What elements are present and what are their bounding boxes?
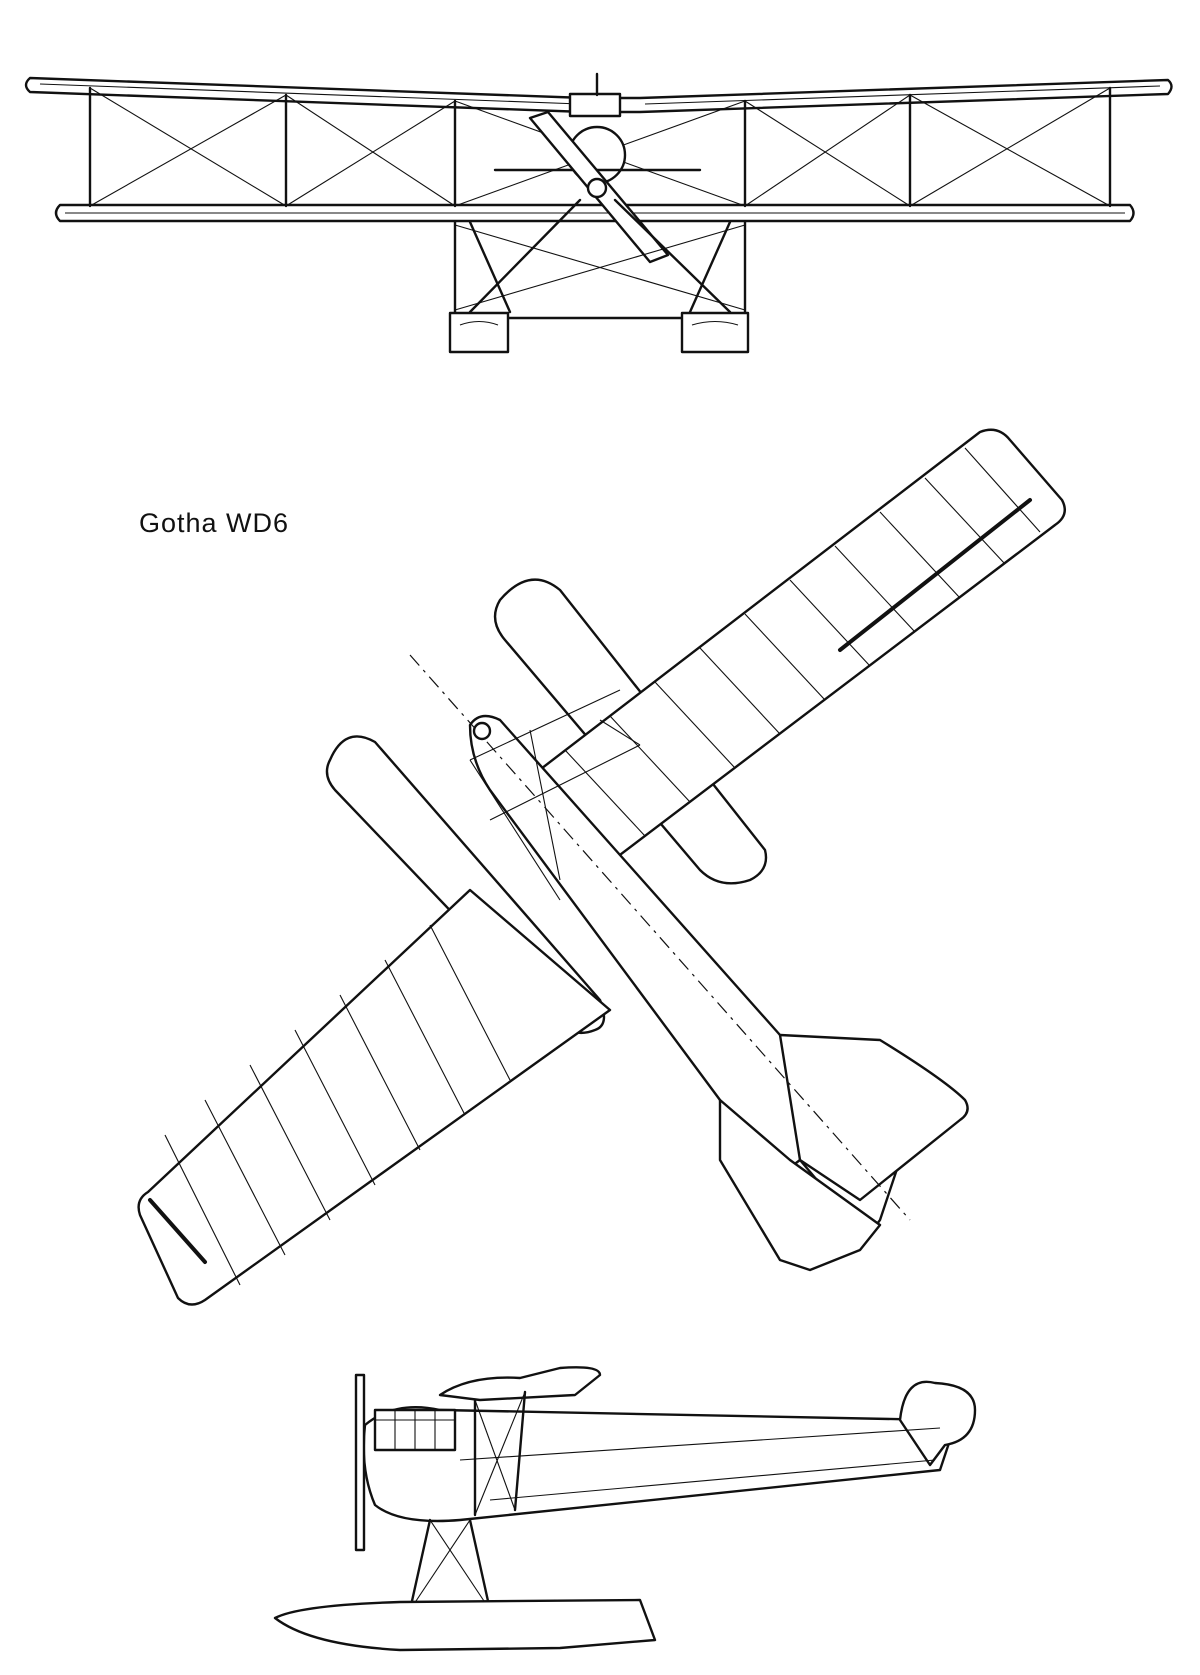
side-view	[273, 1366, 977, 1652]
aircraft-caption: Gotha WD6	[139, 508, 290, 538]
top-view	[137, 428, 1066, 1306]
front-view	[24, 72, 1173, 354]
